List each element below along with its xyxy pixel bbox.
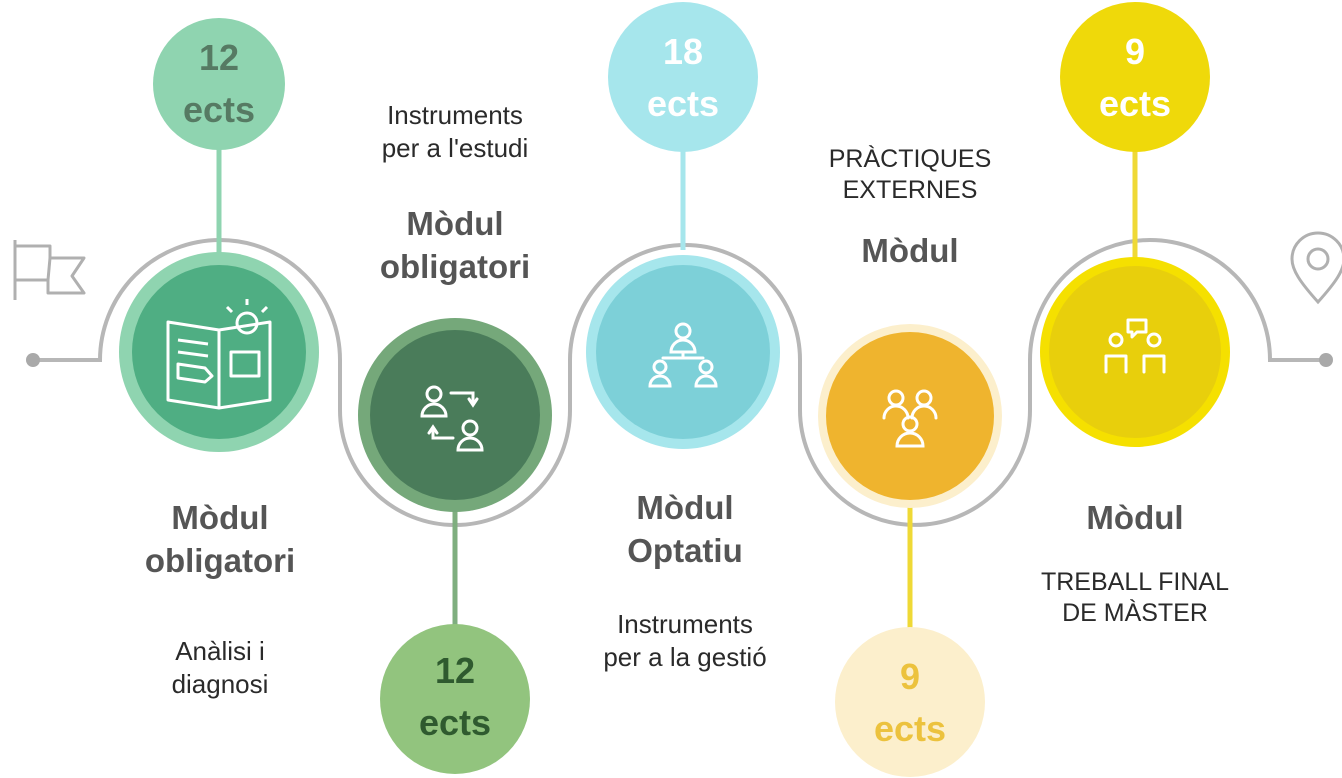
ects-label-4: 9 ects (873, 656, 947, 750)
track-end-dot (1319, 353, 1333, 367)
module-5-title: Mòdul (1086, 499, 1184, 536)
ects-bubble-4 (835, 627, 985, 777)
module-node-5 (1040, 257, 1230, 447)
track-start-dot (26, 353, 40, 367)
ects-bubble-5 (1060, 2, 1210, 152)
team-hierarchy-icon (648, 322, 718, 388)
book-lightbulb-icon (166, 299, 272, 410)
module-1-description: Anàlisi i diagnosi (171, 636, 269, 699)
location-pin-icon (1290, 231, 1342, 305)
flag-icon (13, 240, 86, 300)
module-node-3 (586, 255, 780, 449)
module-node-4 (818, 324, 1002, 508)
ects-bubble-3 (608, 2, 758, 152)
module-node-2 (358, 318, 552, 512)
module-2-title: Mòdul obligatori (379, 205, 531, 285)
ects-bubble-2 (380, 624, 530, 774)
ects-label-5: 9 ects (1098, 31, 1172, 125)
module-node-1 (119, 252, 319, 452)
group-meeting-icon (882, 389, 938, 448)
ects-bubble-1 (153, 18, 285, 150)
module-5-description: TREBALL FINAL DE MÀSTER (1040, 568, 1230, 628)
module-3-description: Instruments per a la gestió (603, 609, 767, 672)
ects-label-2: 12 ects (418, 650, 492, 744)
module-3-title: Mòdul Optatiu (627, 489, 743, 569)
ects-label-1: 12 ects (182, 37, 256, 131)
module-1-title: Mòdul obligatori (144, 499, 296, 579)
ects-label-3: 18 ects (646, 31, 720, 125)
people-exchange-icon (420, 385, 484, 452)
module-2-description: Instruments per a l'estudi (381, 100, 529, 163)
discussion-icon (1104, 318, 1166, 374)
module-4-description: PRÀCTIQUES EXTERNES (828, 145, 992, 205)
module-4-title: Mòdul (861, 232, 959, 269)
